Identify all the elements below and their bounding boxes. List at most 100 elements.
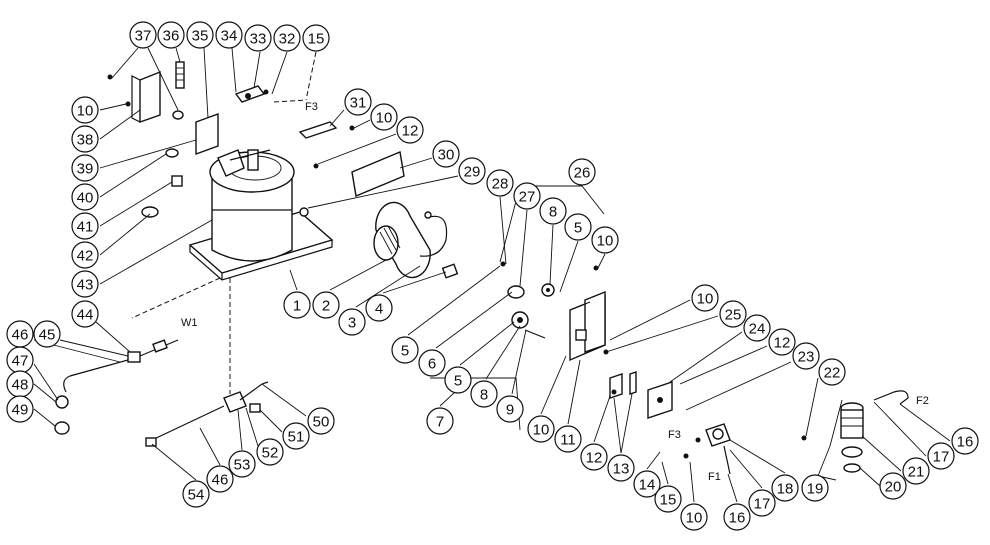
callout-circle bbox=[71, 125, 99, 153]
gearbox-housing bbox=[569, 290, 673, 419]
callout-5: 5 bbox=[391, 336, 419, 364]
callout-circle bbox=[6, 395, 34, 423]
nut-49 bbox=[54, 421, 70, 435]
callout-circle bbox=[396, 116, 424, 144]
callout-41: 41 bbox=[71, 212, 99, 240]
callout-circle bbox=[951, 427, 979, 455]
callout-circle bbox=[186, 21, 214, 49]
callout-42: 42 bbox=[71, 241, 99, 269]
callout-20: 20 bbox=[879, 472, 907, 500]
callout-circle bbox=[71, 183, 99, 211]
callout-number: 29 bbox=[464, 164, 481, 181]
callout-number: 6 bbox=[428, 356, 436, 373]
callout-circle bbox=[748, 489, 776, 517]
callout-circle bbox=[444, 366, 472, 394]
lid-fitting bbox=[247, 149, 259, 171]
callout-number: 4 bbox=[375, 301, 383, 318]
callout-10: 10 bbox=[71, 96, 99, 124]
callout-19: 19 bbox=[801, 474, 829, 502]
motor-2 bbox=[375, 201, 431, 279]
callout-number: 46 bbox=[12, 327, 29, 344]
callout-12: 12 bbox=[396, 116, 424, 144]
callout-51: 51 bbox=[282, 422, 310, 450]
callout-number: 8 bbox=[480, 387, 488, 404]
callout-number: 51 bbox=[288, 429, 305, 446]
callout-number: 42 bbox=[77, 248, 94, 265]
callout-circle bbox=[344, 88, 372, 116]
callout-circle bbox=[256, 438, 284, 466]
shroud-30 bbox=[351, 151, 405, 197]
callout-21: 21 bbox=[902, 457, 930, 485]
callout-22: 22 bbox=[818, 358, 846, 386]
callout-circle bbox=[71, 270, 99, 298]
callout-circle bbox=[71, 241, 99, 269]
filter-21 bbox=[840, 409, 864, 439]
callout-number: 54 bbox=[188, 487, 205, 504]
callout-number: 36 bbox=[163, 28, 180, 45]
callout-number: 28 bbox=[492, 176, 509, 193]
callout-10: 10 bbox=[527, 415, 555, 443]
callout-number: 47 bbox=[12, 353, 29, 370]
callout-circle bbox=[580, 443, 608, 471]
callout-number: 21 bbox=[908, 464, 925, 481]
callout-number: 53 bbox=[234, 457, 251, 474]
shaft-parts bbox=[500, 261, 599, 339]
callout-16: 16 bbox=[951, 427, 979, 455]
callout-circle bbox=[418, 349, 446, 377]
callout-circle bbox=[426, 407, 454, 435]
callout-circle bbox=[927, 442, 955, 470]
callout-circle bbox=[539, 197, 567, 225]
callout-circle bbox=[513, 182, 541, 210]
lid-handle bbox=[217, 149, 245, 177]
callout-circle bbox=[792, 342, 820, 370]
callout-32: 32 bbox=[273, 24, 301, 52]
callout-number: 8 bbox=[549, 204, 557, 221]
callout-circle bbox=[129, 21, 157, 49]
callout-38: 38 bbox=[71, 125, 99, 153]
callout-number: 17 bbox=[933, 449, 950, 466]
callout-16: 16 bbox=[723, 503, 751, 531]
callout-45: 45 bbox=[33, 320, 61, 348]
callout-2: 2 bbox=[312, 291, 340, 319]
callout-number: 27 bbox=[519, 189, 536, 206]
coupling-4 bbox=[441, 263, 459, 279]
callout-circle bbox=[723, 503, 751, 531]
bracket-13 bbox=[609, 373, 623, 399]
callout-number: 16 bbox=[957, 434, 974, 451]
callout-circle bbox=[768, 328, 796, 356]
callout-number: 43 bbox=[77, 277, 94, 294]
callout-circle bbox=[633, 470, 661, 498]
tee-53 bbox=[223, 391, 247, 413]
callout-number: 40 bbox=[77, 190, 94, 207]
callout-circle bbox=[554, 425, 582, 453]
callout-27: 27 bbox=[513, 182, 541, 210]
callout-circle bbox=[302, 24, 330, 52]
callout-15: 15 bbox=[302, 24, 330, 52]
callout-circle bbox=[719, 300, 747, 328]
bracket-38 bbox=[139, 70, 161, 123]
callout-40: 40 bbox=[71, 183, 99, 211]
tank-body bbox=[211, 177, 293, 262]
callout-circle bbox=[902, 457, 930, 485]
callout-10: 10 bbox=[370, 103, 398, 131]
callout-circle bbox=[879, 472, 907, 500]
callout-circle bbox=[71, 154, 99, 182]
callout-8: 8 bbox=[470, 380, 498, 408]
callout-circle bbox=[228, 450, 256, 478]
callout-number: 44 bbox=[77, 307, 94, 324]
callout-15: 15 bbox=[654, 485, 682, 513]
callout-circle bbox=[283, 291, 311, 319]
callout-number: 52 bbox=[262, 445, 279, 462]
callout-number: 50 bbox=[313, 414, 330, 431]
callout-34: 34 bbox=[215, 21, 243, 49]
callout-44: 44 bbox=[71, 300, 99, 328]
callout-circle bbox=[470, 380, 498, 408]
callout-number: 10 bbox=[376, 110, 393, 127]
callout-circle bbox=[458, 157, 486, 185]
callout-8: 8 bbox=[539, 197, 567, 225]
callout-circle bbox=[527, 415, 555, 443]
callout-number: 5 bbox=[454, 373, 462, 390]
callout-35: 35 bbox=[186, 21, 214, 49]
